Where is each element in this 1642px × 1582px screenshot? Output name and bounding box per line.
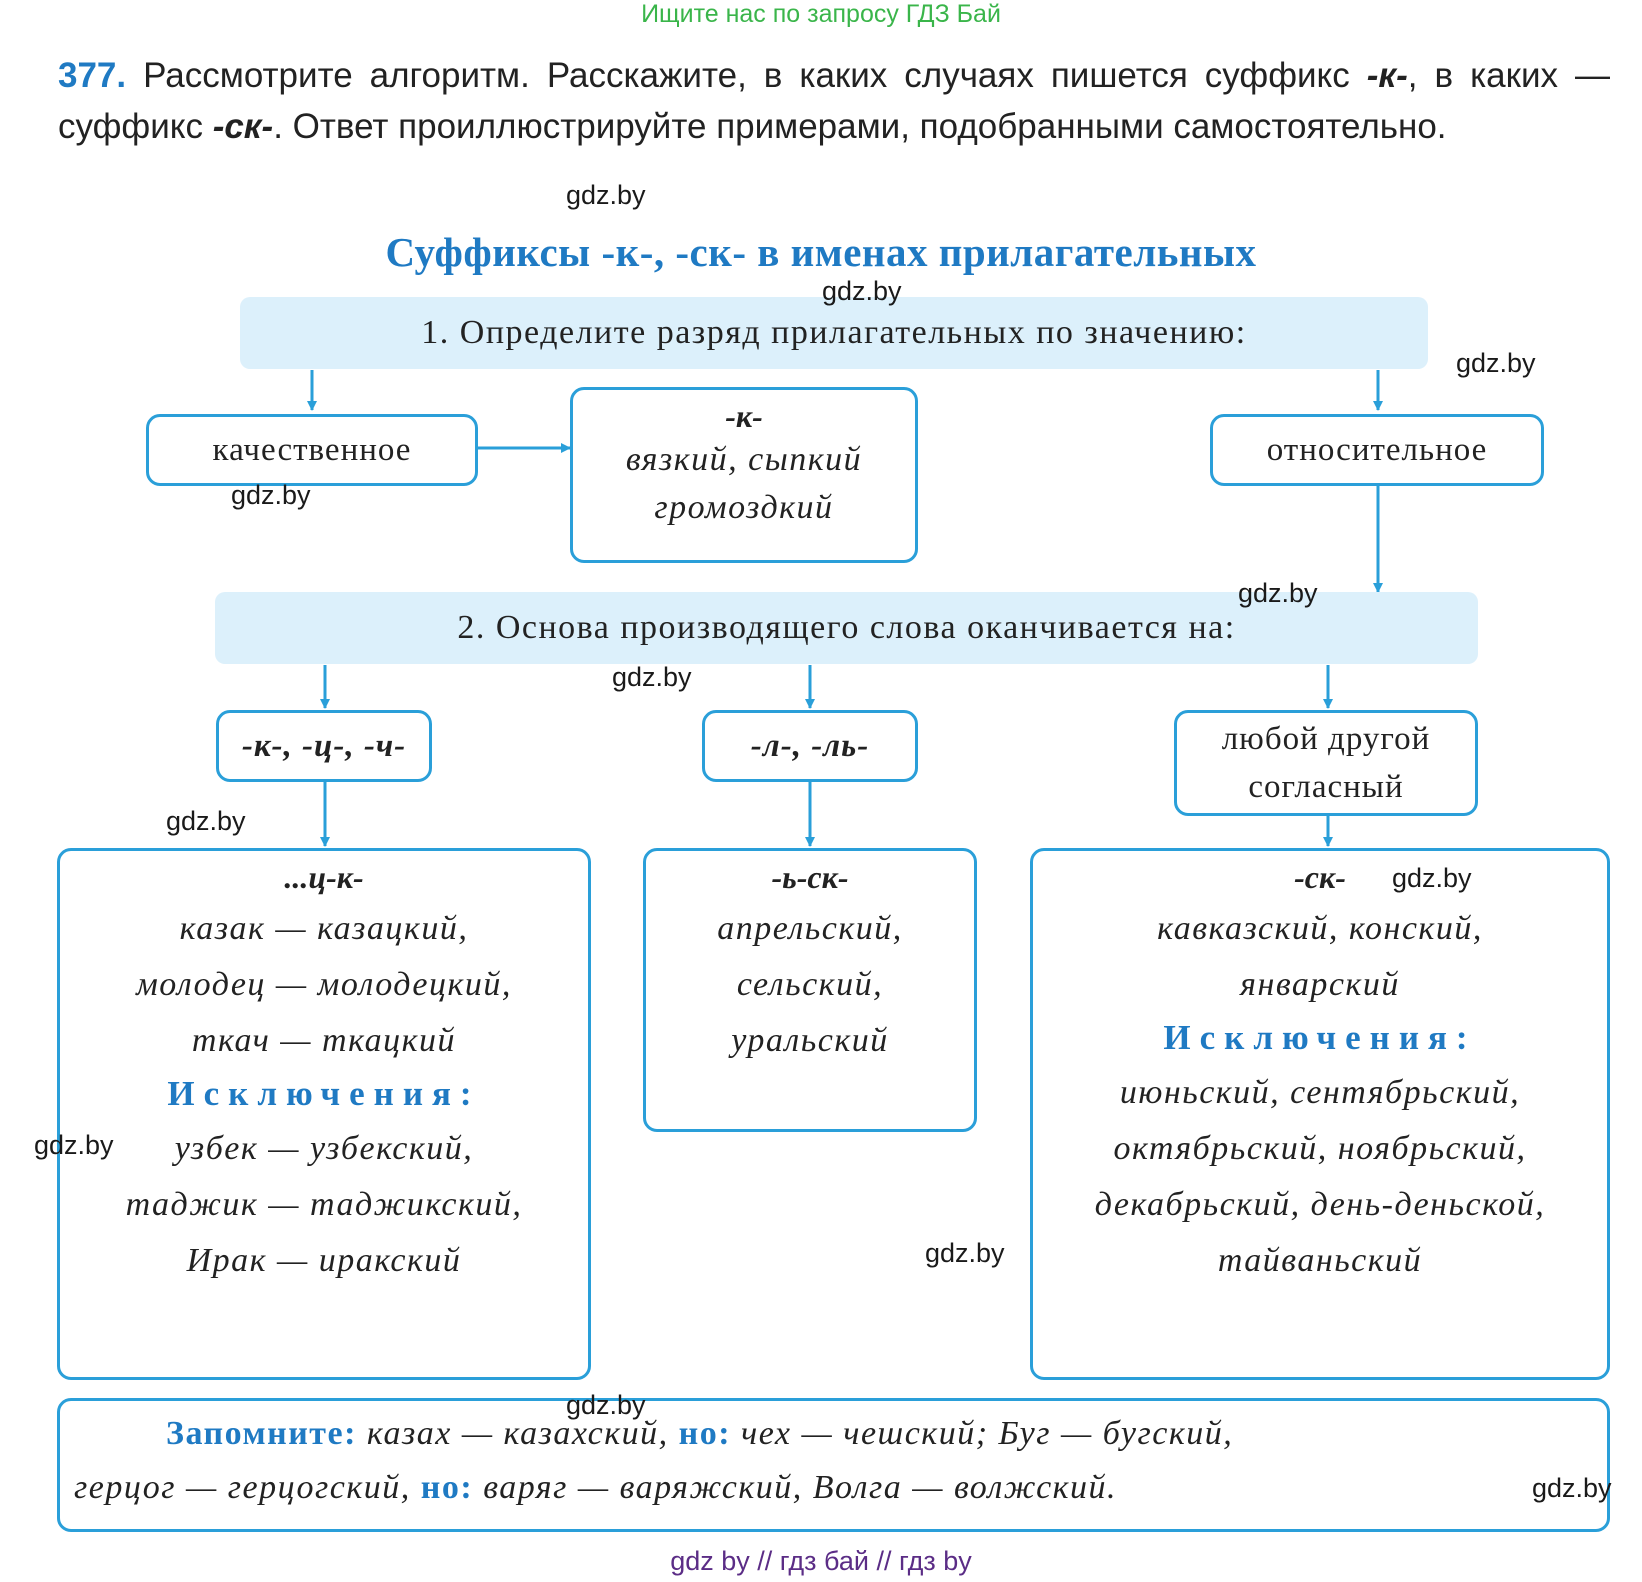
top-promo-text: Ищите нас по запросу ГДЗ Бай (641, 0, 1001, 28)
bottom-promo-text: gdz by // гдз бай // гдз by (670, 1546, 972, 1576)
watermark: gdz.by (1392, 863, 1472, 893)
watermark: gdz.by (1532, 1473, 1612, 1503)
box-ck-example: казак — казацкий, (179, 910, 469, 947)
remember-but: но: (420, 1469, 474, 1506)
watermark: gdz.by (1238, 578, 1318, 608)
qualitative-box: качественное (146, 414, 478, 486)
box-sk-soft-example: сельский, (736, 966, 884, 1003)
box-sk-soft-head: -ь-ск- (771, 859, 849, 895)
relative-label: относительное (1266, 431, 1488, 468)
branch-other-box: любой другой согласный (1174, 710, 1478, 816)
watermark: gdz.by (34, 1130, 114, 1160)
box-ck-example: молодец — молодецкий, (136, 966, 512, 1003)
qualitative-label: качественное (212, 431, 412, 468)
remember-text: варяг — варяжский, Волга — волжский. (473, 1469, 1118, 1506)
box-ck-example: ткач — ткацкий (191, 1022, 457, 1059)
watermark: gdz.by (1456, 348, 1536, 378)
exercise-text-part: Рассмотрите алгоритм. Расскажите, в каки… (126, 56, 1367, 95)
step1-text: 1. Определите разряд прилагательных по з… (421, 314, 1247, 351)
k-suffix-box: -к- вязкий, сыпкий громоздкий (570, 387, 918, 563)
suffix-sk: -ск- (212, 107, 274, 146)
k-box-example: вязкий, сыпкий (625, 441, 863, 478)
box-ck: ...ц-к- казак — казацкий, молодец — моло… (57, 848, 591, 1380)
box-sk-example: кавказский, конский, (1157, 910, 1483, 947)
watermark: gdz.by (566, 180, 646, 210)
k-box-head: -к- (725, 398, 763, 434)
box-sk-exceptions-label: Исключения: (1163, 1018, 1477, 1057)
branch-kcch-box: -к-, -ц-, -ч- (216, 710, 432, 782)
remember-but: но: (678, 1415, 732, 1452)
branch-kcch-label: -к-, -ц-, -ч- (241, 727, 407, 764)
box-ck-exception: таджик — таджикский, (125, 1186, 523, 1223)
branch-l-label: -л-, -ль- (750, 727, 870, 764)
watermark: gdz.by (231, 480, 311, 510)
remember-box: Запомните: казах — казахский, но: чех — … (57, 1398, 1610, 1532)
watermark: gdz.by (925, 1238, 1005, 1268)
exercise-text: 377. Рассмотрите алгоритм. Расскажите, в… (58, 50, 1610, 152)
branch-other-label: любой другой согласный (1221, 721, 1431, 805)
box-ck-head: ...ц-к- (284, 859, 364, 895)
branch-l-box: -л-, -ль- (702, 710, 918, 782)
box-sk-exception: тайваньский (1217, 1242, 1423, 1279)
remember-text: казах — казахский, (356, 1415, 679, 1452)
step2-band: 2. Основа производящего слова оканчивает… (215, 592, 1478, 664)
suffix-k: -к- (1366, 56, 1408, 95)
box-sk-exception: октябрьский, ноябрьский, (1113, 1130, 1527, 1167)
box-sk-soft-example: уральский (731, 1022, 889, 1059)
exercise-text-part: , в каких — суффикс (58, 56, 1610, 146)
remember-line-2: герцог — герцогский, но: варяг — варяжск… (74, 1461, 1593, 1515)
watermark: gdz.by (612, 662, 692, 692)
box-ck-exceptions-label: Исключения: (167, 1074, 481, 1113)
box-sk-head: -ск- (1294, 859, 1346, 895)
box-sk-soft: -ь-ск- апрельский, сельский, уральский (643, 848, 977, 1132)
remember-line-1: Запомните: казах — казахский, но: чех — … (74, 1407, 1593, 1461)
box-ck-exception: Ирак — иракский (186, 1242, 462, 1279)
box-ck-exception: узбек — узбекский, (174, 1130, 474, 1167)
relative-box: относительное (1210, 414, 1544, 486)
scheme-title: Суффиксы -к-, -ск- в именах прилагательн… (385, 229, 1257, 275)
step1-band: 1. Определите разряд прилагательных по з… (240, 297, 1428, 369)
watermark: gdz.by (822, 276, 902, 306)
box-sk-soft-example: апрельский, (717, 910, 903, 947)
box-sk-exception: июньский, сентябрьский, (1119, 1074, 1521, 1111)
box-sk: -ск- кавказский, конский, январский Искл… (1030, 848, 1610, 1380)
remember-label: Запомните: (166, 1415, 357, 1452)
remember-text: чех — чешский; Буг — бугский, (731, 1415, 1234, 1452)
watermark: gdz.by (166, 806, 246, 836)
k-box-example: громоздкий (654, 489, 834, 526)
box-sk-exception: декабрьский, день-деньской, (1094, 1186, 1546, 1223)
box-sk-example: январский (1240, 966, 1400, 1003)
exercise-text-part: . Ответ проиллюстрируйте примерами, подо… (273, 107, 1447, 146)
watermark: gdz.by (566, 1390, 646, 1420)
remember-text: герцог — герцогский, (74, 1469, 421, 1506)
step2-text: 2. Основа производящего слова оканчивает… (457, 609, 1236, 646)
exercise-number: 377. (58, 56, 127, 95)
